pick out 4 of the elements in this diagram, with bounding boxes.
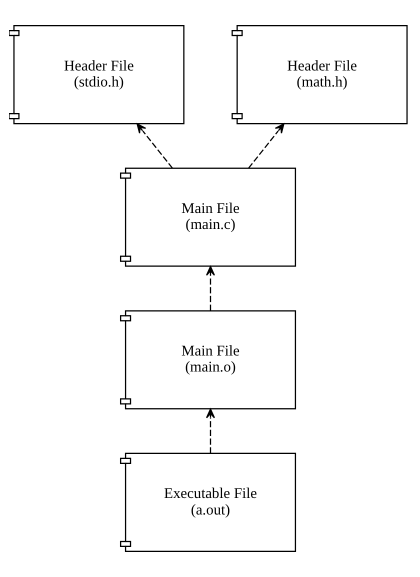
arrow	[205, 266, 215, 311]
arrow	[136, 123, 172, 169]
arrow	[205, 408, 215, 454]
arrow	[248, 123, 284, 169]
